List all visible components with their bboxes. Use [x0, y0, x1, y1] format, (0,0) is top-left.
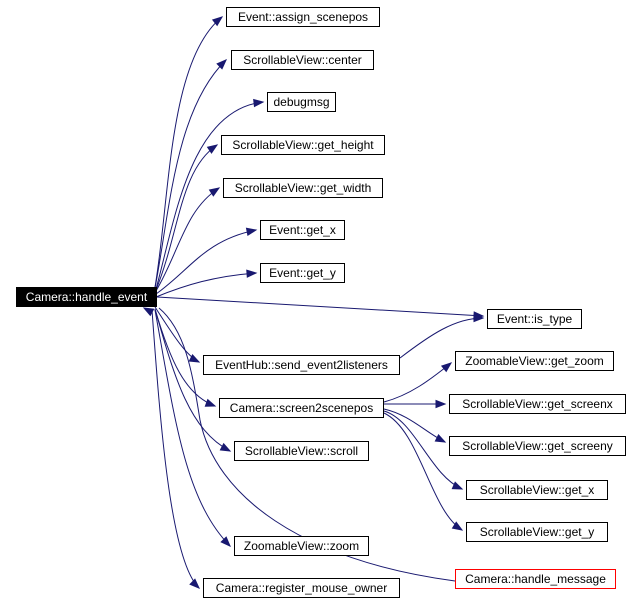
node-label: ZoomableView::zoom — [244, 539, 359, 553]
node-label: EventHub::send_event2listeners — [215, 358, 388, 372]
call-edge — [151, 309, 200, 589]
call-edge — [155, 187, 221, 292]
node-screen2scenepos[interactable]: Camera::screen2scenepos — [219, 398, 384, 418]
call-edge — [155, 227, 258, 295]
call-edge — [383, 408, 447, 443]
call-edge — [154, 308, 232, 452]
node-event-get-y[interactable]: Event::get_y — [260, 263, 345, 283]
node-label: ScrollableView::get_screeny — [462, 439, 613, 453]
node-label: ZoomableView::get_zoom — [465, 354, 604, 368]
call-edge — [383, 399, 447, 409]
node-label: ScrollableView::center — [243, 53, 362, 67]
node-get-height[interactable]: ScrollableView::get_height — [221, 135, 385, 155]
node-get-width[interactable]: ScrollableView::get_width — [223, 178, 383, 198]
node-assign-scenepos[interactable]: Event::assign_scenepos — [226, 7, 380, 27]
call-edge — [142, 307, 456, 582]
node-sv-get-x[interactable]: ScrollableView::get_x — [466, 480, 608, 500]
node-label: debugmsg — [273, 95, 329, 109]
call-edge — [154, 16, 224, 288]
call-edge — [155, 269, 258, 298]
call-edge — [154, 306, 201, 363]
node-label: Camera::handle_event — [26, 290, 148, 304]
node-label: Event::get_y — [269, 266, 336, 280]
node-label: Camera::screen2scenepos — [230, 401, 373, 415]
node-label: ScrollableView::get_height — [232, 138, 374, 152]
node-label: ScrollableView::scroll — [245, 444, 358, 458]
node-handle-message[interactable]: Camera::handle_message — [455, 569, 616, 589]
call-edge — [383, 412, 464, 531]
call-edge — [154, 59, 227, 289]
node-label: Camera::handle_message — [465, 572, 606, 586]
call-edge — [383, 410, 464, 490]
node-label: ScrollableView::get_y — [480, 525, 595, 539]
call-edge — [156, 296, 485, 320]
call-edge — [155, 144, 219, 291]
node-zoom[interactable]: ZoomableView::zoom — [234, 536, 369, 556]
call-edge — [383, 362, 453, 403]
node-get-screeny[interactable]: ScrollableView::get_screeny — [449, 436, 626, 456]
node-get-screenx[interactable]: ScrollableView::get_screenx — [449, 394, 626, 414]
call-edge — [399, 313, 485, 359]
node-label: Event::assign_scenepos — [238, 10, 368, 24]
node-label: ScrollableView::get_screenx — [462, 397, 613, 411]
node-send-event2listeners[interactable]: EventHub::send_event2listeners — [203, 355, 400, 375]
node-label: Event::get_x — [269, 223, 336, 237]
node-label: Camera::register_mouse_owner — [216, 581, 387, 595]
node-label: ScrollableView::get_x — [480, 483, 595, 497]
node-is-type[interactable]: Event::is_type — [487, 309, 582, 329]
node-register-mouse-owner[interactable]: Camera::register_mouse_owner — [203, 578, 400, 598]
node-scroll[interactable]: ScrollableView::scroll — [234, 441, 369, 461]
node-label: ScrollableView::get_width — [235, 181, 372, 195]
node-center[interactable]: ScrollableView::center — [231, 50, 374, 70]
node-label: Event::is_type — [497, 312, 573, 326]
node-debugmsg[interactable]: debugmsg — [267, 92, 336, 112]
node-sv-get-y[interactable]: ScrollableView::get_y — [466, 522, 608, 542]
node-get-zoom[interactable]: ZoomableView::get_zoom — [455, 351, 614, 371]
node-event-get-x[interactable]: Event::get_x — [260, 220, 345, 240]
node-root[interactable]: Camera::handle_event — [16, 287, 157, 307]
call-edge — [155, 98, 265, 290]
call-edge — [154, 309, 231, 547]
